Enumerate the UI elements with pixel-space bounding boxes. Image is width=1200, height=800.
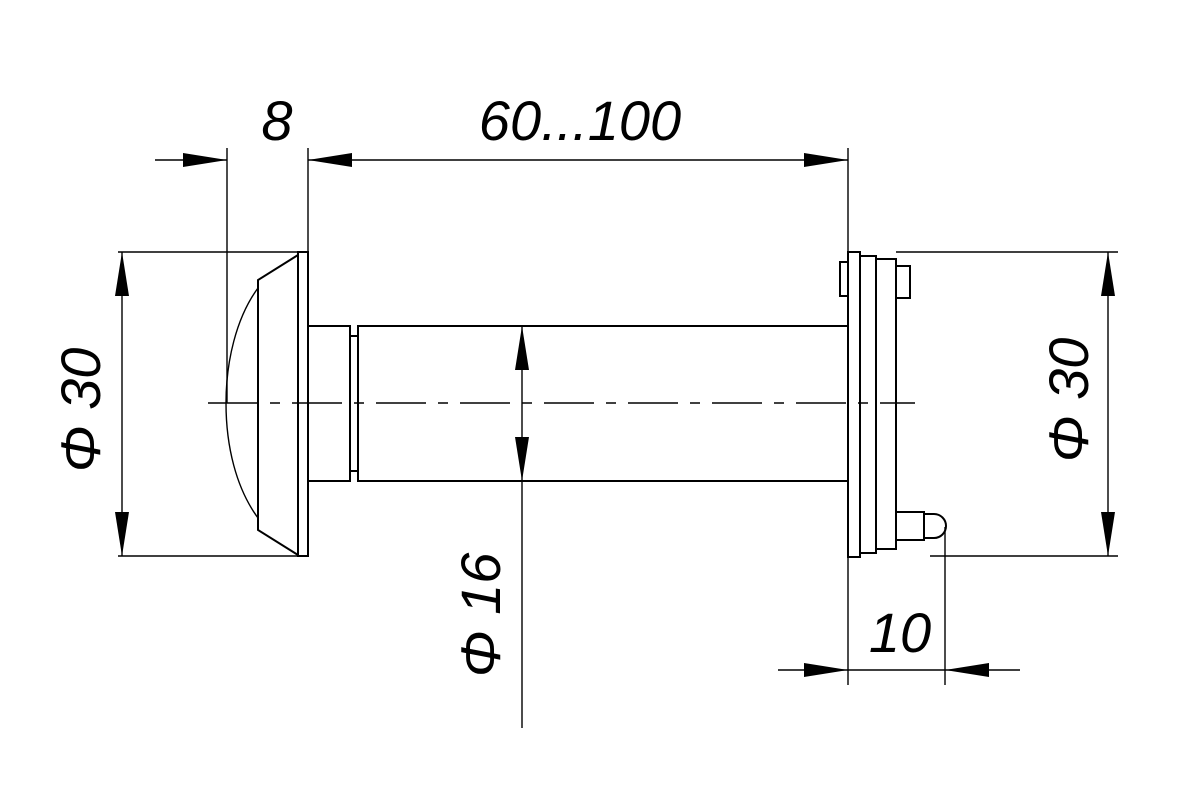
arrow-head [804,153,848,167]
extension-lines [118,148,1118,685]
dimension-body-diameter: Φ 16 [449,326,529,728]
body-diameter-label: Φ 16 [449,552,512,678]
arrow-head [1101,252,1115,296]
eyepiece-flange [225,251,309,557]
nut-assembly [839,251,947,558]
left-diameter-label: Φ 30 [49,348,112,473]
dimension-left-diameter: Φ 30 [49,252,129,556]
arrow-head [183,153,227,167]
dimension-nut-offset: 10 [778,601,1020,677]
arrow-head [115,512,129,556]
arrow-head [515,326,529,370]
dimension-door-thickness: 60...100 [308,89,848,167]
arrow-head [1101,512,1115,556]
nut-offset-label: 10 [869,601,931,664]
arrow-head [804,663,848,677]
dimension-right-diameter: Φ 30 [1037,252,1115,556]
arrow-head [945,663,989,677]
dimension-flange-thickness: 8 [155,89,293,167]
arrow-head [515,437,529,481]
flange-thickness-label: 8 [261,89,292,152]
right-diameter-label: Φ 30 [1037,338,1100,463]
door-thickness-label: 60...100 [479,89,681,152]
arrow-head [115,252,129,296]
arrow-head [308,153,352,167]
